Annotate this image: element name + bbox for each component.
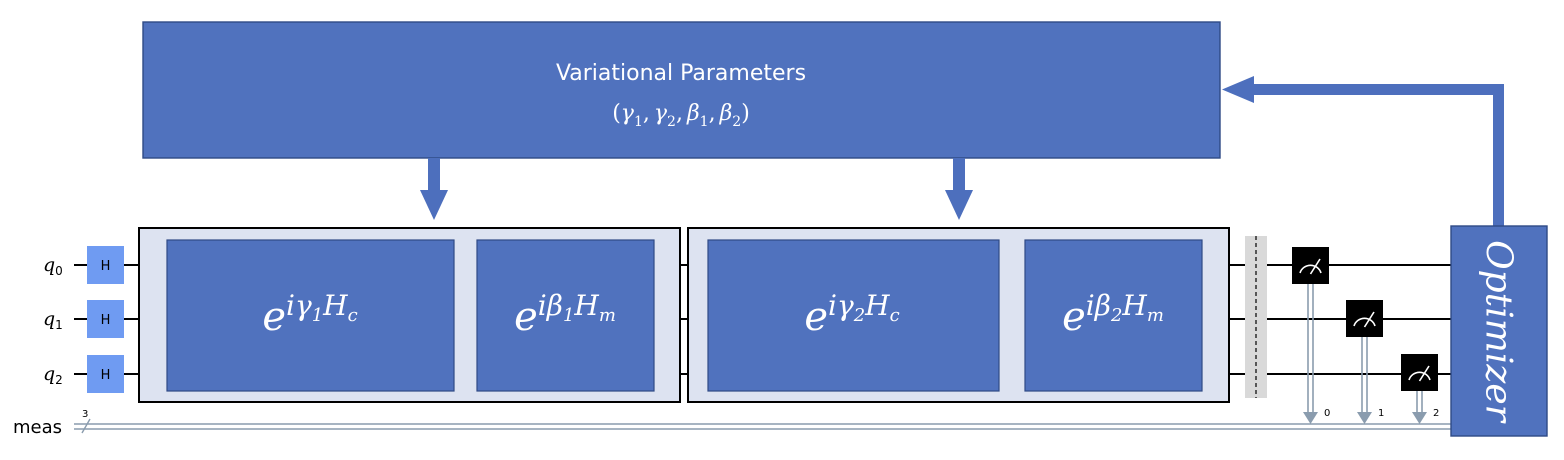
qubit-label-q0: q0: [43, 254, 63, 278]
cost-unitary-layer-1: [166, 239, 455, 392]
cost-unitary-layer-2-label: eiγ2Hc: [804, 289, 899, 340]
register-width: 3: [82, 409, 88, 420]
measure-bit-1-label: 1: [1378, 408, 1384, 419]
param-gamma-2: γ: [654, 101, 668, 126]
feedback-arrow: [1222, 76, 1504, 226]
measure-q0: 0: [1292, 247, 1330, 424]
optimizer-label: Optimizer: [1478, 240, 1519, 423]
measure-q1: 1: [1346, 300, 1384, 424]
optimizer-box: [1450, 225, 1548, 437]
hadamard-gate-q2: H: [87, 355, 124, 393]
measure-bit-0-label: 0: [1324, 408, 1330, 419]
variational-parameters-title: Variational Parameters: [556, 61, 806, 86]
mixer-unitary-layer-1: [476, 239, 655, 392]
measure-bit-2-label: 2: [1433, 408, 1439, 419]
svg-text:H: H: [101, 259, 111, 274]
barrier: [1245, 236, 1267, 398]
param-arrow-layer-2: [945, 158, 973, 220]
param-beta-2: β: [719, 101, 733, 126]
param-beta-1: β: [686, 101, 700, 126]
qubit-label-q1: q1: [43, 308, 63, 332]
cost-unitary-layer-1-label: eiγ1Hc: [262, 289, 357, 340]
svg-text:H: H: [101, 368, 111, 383]
classical-register-label: meas: [13, 417, 62, 438]
param-gamma-1: γ: [621, 101, 635, 126]
variational-parameters-box: [142, 21, 1221, 159]
param-arrow-layer-1: [420, 158, 448, 220]
svg-text:H: H: [101, 313, 111, 328]
measure-q2: 2: [1401, 354, 1439, 424]
mixer-unitary-layer-2: [1024, 239, 1203, 392]
mixer-unitary-layer-2-label: eiβ2Hm: [1062, 289, 1164, 340]
params-close: ): [741, 101, 750, 126]
hadamard-gate-q0: H: [87, 246, 124, 284]
params-open: (: [612, 101, 621, 126]
variational-parameters-list: (γ1,γ2,β1,β2): [612, 101, 750, 130]
cost-unitary-layer-2: [707, 239, 1000, 392]
qubit-label-q2: q2: [43, 363, 63, 387]
hadamard-gate-q1: H: [87, 300, 124, 338]
register-slash: [81, 418, 91, 434]
mixer-unitary-layer-1-label: eiβ1Hm: [514, 289, 616, 340]
